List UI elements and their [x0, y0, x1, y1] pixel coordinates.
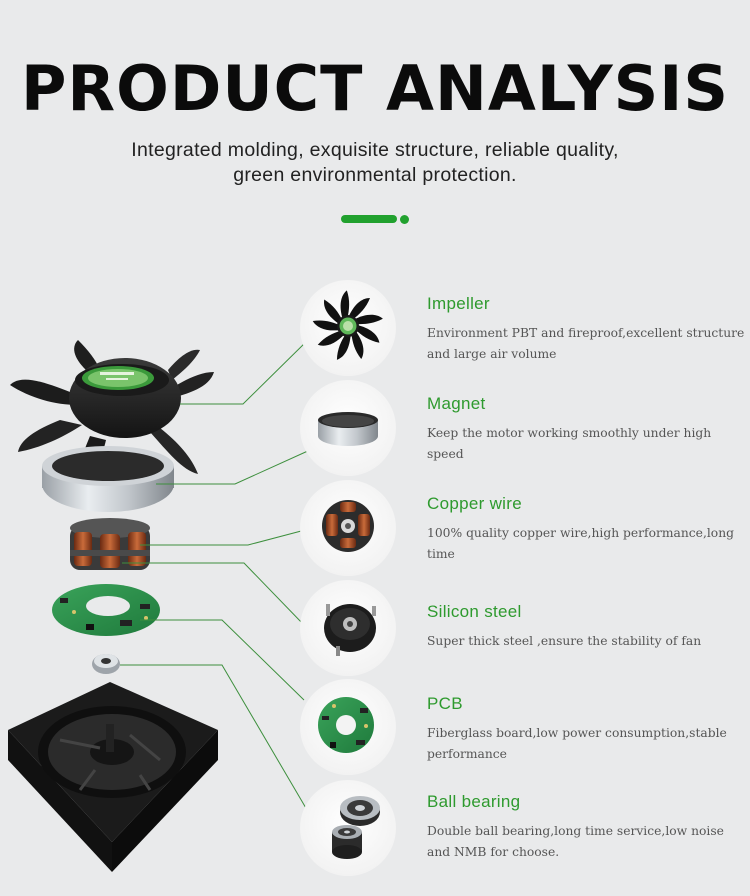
feature-desc-silicon-steel: Super thick steel ,ensure the stability …: [427, 634, 702, 648]
page-subtitle: Integrated molding, exquisite structure,…: [0, 138, 750, 188]
exploded-magnet: [42, 446, 174, 512]
feature-name-impeller: Impeller: [427, 294, 490, 313]
feature-name-magnet: Magnet: [427, 394, 486, 413]
impeller-circle: [300, 280, 396, 376]
feature-copper-wire: Copper wire 100% quality copper wire,hig…: [427, 494, 745, 565]
pcb-circle: [300, 679, 396, 775]
feature-desc-impeller: Environment PBT and fireproof,excellent …: [427, 326, 745, 361]
exploded-bearing: [92, 654, 120, 674]
leader-line-magnet: [156, 449, 311, 485]
feature-name-ball-bearing: Ball bearing: [427, 792, 521, 811]
leader-line-silicon: [122, 562, 305, 626]
magnet-circle: [300, 380, 396, 476]
magnet-ring-icon: [318, 412, 378, 446]
leader-line-copper: [140, 529, 306, 546]
feature-ball-bearing: Ball bearing Double ball bearing,long ti…: [427, 792, 745, 863]
ball-bearing-circle: [300, 780, 396, 876]
silicon-steel-circle: [300, 580, 396, 676]
accent-divider-dot: [400, 215, 409, 224]
leader-lines: [120, 337, 311, 816]
feature-silicon-steel: Silicon steel Super thick steel ,ensure …: [427, 602, 745, 652]
feature-pcb: PCB Fiberglass board,low power consumpti…: [427, 694, 745, 765]
accent-divider-bar: [341, 215, 397, 223]
copper-wire-circle: [300, 480, 396, 576]
ball-bearing-icon: [332, 796, 380, 859]
subtitle-line-1: Integrated molding, exquisite structure,…: [131, 139, 619, 161]
feature-desc-magnet: Keep the motor working smoothly under hi…: [427, 426, 712, 461]
leader-line-pcb: [140, 619, 305, 701]
exploded-stator: [70, 518, 150, 570]
feature-magnet: Magnet Keep the motor working smoothly u…: [427, 394, 745, 465]
exploded-fan-housing: [8, 682, 218, 872]
copper-coil-icon: [322, 500, 374, 552]
silicon-steel-icon: [324, 604, 376, 656]
feature-name-pcb: PCB: [427, 694, 463, 713]
feature-impeller: Impeller Environment PBT and fireproof,e…: [427, 294, 745, 365]
feature-desc-copper-wire: 100% quality copper wire,high performanc…: [427, 526, 734, 561]
feature-desc-pcb: Fiberglass board,low power consumption,s…: [427, 726, 727, 761]
leader-line-impeller: [180, 337, 311, 405]
feature-name-silicon-steel: Silicon steel: [427, 602, 522, 621]
feature-name-copper-wire: Copper wire: [427, 494, 522, 513]
leader-line-bearing: [120, 664, 311, 816]
page-title: PRODUCT ANALYSIS: [20, 52, 730, 125]
pcb-icon: [318, 697, 374, 753]
exploded-pcb: [52, 584, 160, 636]
feature-desc-ball-bearing: Double ball bearing,long time service,lo…: [427, 824, 724, 859]
subtitle-line-2: green environmental protection.: [233, 164, 517, 186]
impeller-icon: [312, 290, 383, 360]
